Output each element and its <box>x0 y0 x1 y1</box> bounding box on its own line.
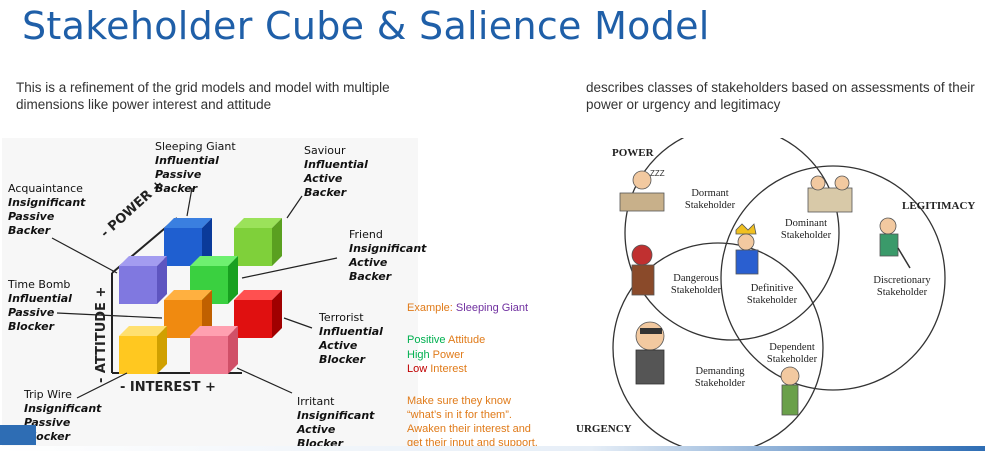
label-time-bomb: Time Bomb Influential Passive Blocker <box>8 278 72 333</box>
leader-terrorist <box>283 317 313 329</box>
cube-graphic <box>51 187 338 399</box>
dependent-label: Dependent Stakeholder <box>766 342 818 365</box>
salience-description: describes classes of stakeholders based … <box>586 80 975 112</box>
salience-model-diagram: ZZZ POWER LEGITI <box>576 138 985 451</box>
demanding-label: Demanding Stakeholder <box>694 366 746 389</box>
example-advice: Make sure they know “what’s in it for th… <box>407 395 538 449</box>
leader-time-bomb <box>56 312 163 319</box>
label-irritant: Irritant Insignificant Active Blocker <box>297 395 375 450</box>
cube-sleeping-giant <box>164 218 212 266</box>
example-attitude: Positive Attitude <box>407 334 486 346</box>
discretionary-figure-icon <box>879 217 911 269</box>
footer-bar <box>0 446 985 451</box>
definitive-label: Definitive Stakeholder <box>746 283 798 306</box>
cube-trip-wire <box>119 326 167 374</box>
power-circle <box>624 138 840 341</box>
cube-saviour <box>234 218 282 266</box>
cube-terrorist <box>234 290 282 338</box>
dominant-figure-icon <box>807 175 853 213</box>
legitimacy-circle <box>720 165 946 391</box>
cube-irritant <box>190 326 238 374</box>
axis-label-attitude: - ATTITUDE + <box>94 286 109 383</box>
urgency-circle <box>612 242 824 451</box>
dominant-label: Dominant Stakeholder <box>780 218 832 241</box>
dormant-label: Dormant Stakeholder <box>684 188 736 211</box>
definitive-figure-icon <box>735 223 759 275</box>
example-power: High Power <box>407 349 464 361</box>
cube-acquaintance <box>119 256 167 304</box>
label-acquaintance: Acquaintance Insignificant Passive Backe… <box>8 182 86 237</box>
dangerous-label: Dangerous Stakeholder <box>670 273 722 296</box>
label-sleeping-giant: Sleeping Giant Influential Passive Backe… <box>155 140 236 195</box>
label-friend: Friend Insignificant Active Backer <box>349 228 427 283</box>
leader-trip-wire <box>76 372 128 399</box>
discretionary-label: Discretionary Stakeholder <box>873 275 931 298</box>
salience-circles: ZZZ <box>612 138 946 451</box>
leader-sleeping-giant <box>186 187 193 217</box>
power-label: POWER <box>612 147 654 159</box>
svg-text:ZZZ: ZZZ <box>650 169 665 178</box>
dormant-figure-icon: ZZZ <box>619 169 665 212</box>
page-title: Stakeholder Cube & Salience Model <box>22 4 710 48</box>
dangerous-figure-icon <box>631 244 655 296</box>
cube-description: This is a refinement of the grid models … <box>16 80 390 112</box>
example-interest: Low Interest <box>407 363 467 375</box>
leader-acquaintance <box>51 237 118 274</box>
dependent-figure-icon <box>780 366 800 416</box>
cube-time-bomb <box>164 290 212 338</box>
leader-irritant <box>236 367 293 394</box>
corner-accent <box>0 425 36 445</box>
stakeholder-cube-diagram: - POWER + - ATTITUDE + - INTEREST + Slee… <box>2 138 426 451</box>
leader-saviour <box>286 195 303 219</box>
label-saviour: Saviour Influential Active Backer <box>304 144 368 199</box>
label-terrorist: Terrorist Influential Active Blocker <box>319 311 383 366</box>
example-line: Example: Sleeping Giant <box>407 302 529 314</box>
axis-label-interest: - INTEREST + <box>120 380 216 395</box>
urgency-label: URGENCY <box>576 423 632 435</box>
demanding-figure-icon <box>635 321 665 385</box>
leader-friend <box>241 257 338 279</box>
legitimacy-label: LEGITIMACY <box>902 200 976 212</box>
